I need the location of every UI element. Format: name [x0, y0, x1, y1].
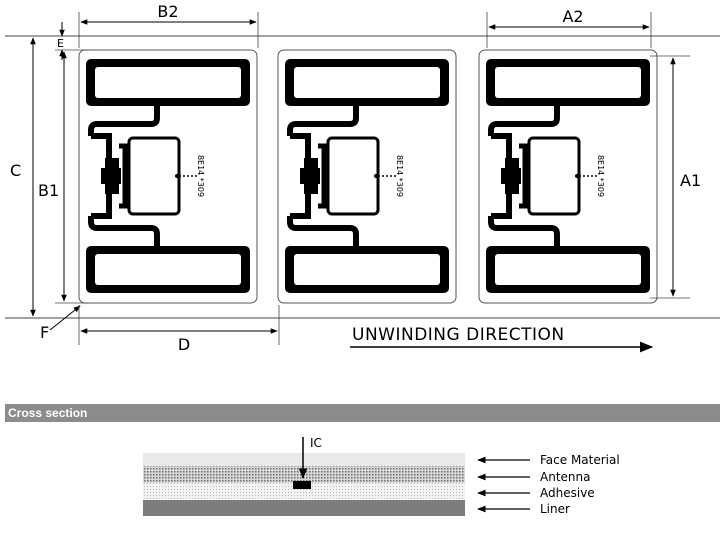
ic-chip — [293, 481, 311, 489]
cross-section-header: Cross section — [5, 404, 720, 422]
chip-marking: 8E14 *309 — [395, 155, 404, 197]
antenna-tag — [79, 50, 257, 303]
legend-face-material: Face Material — [540, 453, 620, 467]
chip-marking: 8E14 *309 — [596, 155, 605, 197]
legend-liner: Liner — [540, 502, 570, 516]
ic-label: IC — [310, 436, 322, 450]
legend-adhesive: Adhesive — [540, 486, 595, 500]
antenna-tag — [278, 50, 456, 303]
layer-adhesive — [143, 483, 465, 499]
dimension-b2-label: B2 — [157, 2, 178, 21]
dimension-f-label: F — [40, 323, 49, 342]
chip-marking: 8E14 *309 — [196, 155, 205, 197]
layer-antenna — [143, 466, 465, 483]
antenna-tag — [479, 50, 657, 303]
dimension-d-label: D — [178, 335, 190, 354]
dimension-e-label: E — [57, 37, 64, 50]
layer-liner — [143, 500, 465, 516]
dimension-c-label: C — [10, 161, 21, 180]
dimension-f-line — [49, 305, 81, 331]
unwinding-direction-label: UNWINDING DIRECTION — [352, 325, 565, 345]
cross-section-title: Cross section — [8, 406, 88, 420]
dimension-a1-label: A1 — [680, 171, 701, 190]
layer-face-material — [143, 453, 465, 466]
dimension-a2-label: A2 — [562, 7, 583, 26]
legend-antenna: Antenna — [540, 470, 590, 484]
dimension-b1-label: B1 — [38, 181, 59, 200]
